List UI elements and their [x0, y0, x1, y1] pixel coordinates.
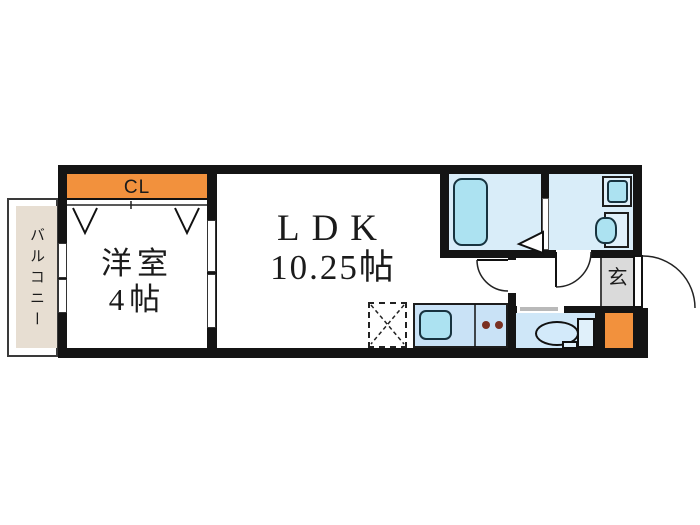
ldk-label: LDK 10.25帖	[223, 209, 443, 287]
hallway-entrance-line	[600, 258, 602, 306]
toilet-handle	[562, 341, 578, 349]
toilet-tank	[577, 318, 595, 348]
sliding-door-western-upper	[207, 220, 216, 272]
entry-door-arc	[642, 255, 696, 309]
western-room-size: 4帖	[108, 282, 166, 317]
washbasin-bowl	[595, 217, 617, 244]
western-room-label: 洋室 4帖	[67, 246, 207, 318]
sliding-door-western-lower	[207, 274, 216, 328]
ldk-door-opening	[508, 260, 516, 293]
kitchen-sink	[419, 310, 452, 340]
wall-top	[58, 165, 642, 174]
bathtub	[453, 178, 488, 246]
balcony-floor	[16, 206, 57, 348]
western-room-name: 洋室	[101, 246, 173, 281]
entry-door-leaf	[633, 255, 643, 308]
entrance-label: 玄	[607, 267, 628, 289]
closet-track-line	[67, 201, 207, 209]
ldk-name: LDK	[276, 208, 390, 249]
closet-folding-door-left-icon	[72, 207, 98, 236]
closet	[67, 174, 207, 200]
stove-burner-left	[482, 321, 490, 329]
wall-right-top	[633, 165, 642, 258]
closet-label: CL	[123, 177, 151, 198]
window-western-upper	[58, 243, 67, 278]
ldk-size: 10.25帖	[270, 248, 396, 287]
bathroom-door-strip	[542, 198, 549, 250]
stove-burner-right	[495, 321, 503, 329]
closet-folding-door-right-icon	[174, 207, 200, 236]
entrance-floor	[602, 258, 633, 306]
wall-ldk-bathroom	[440, 165, 449, 258]
washing-machine-pan-inner	[607, 180, 628, 203]
shoe-cabinet	[605, 313, 633, 348]
balcony-label: バルコニー	[28, 226, 44, 332]
window-western-lower	[58, 279, 67, 313]
refrigerator-space	[368, 302, 407, 348]
wall-right-bottom	[633, 308, 648, 358]
wall-wetarea-bottom	[440, 250, 642, 258]
toilet-sliding-door	[520, 307, 558, 311]
wall-entrance-bottom	[598, 306, 642, 313]
ldk-door-arc	[476, 259, 509, 292]
washroom-door-opening	[556, 250, 591, 258]
wall-bottom	[58, 348, 648, 358]
wall-toilet-entrance	[595, 306, 605, 358]
